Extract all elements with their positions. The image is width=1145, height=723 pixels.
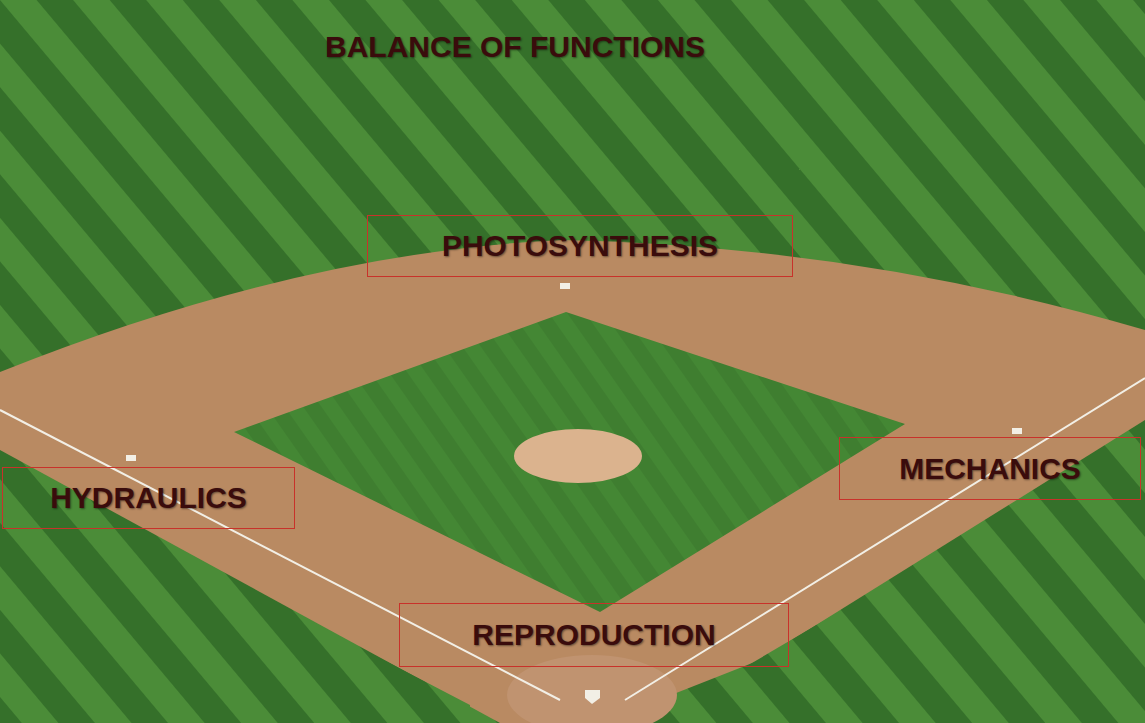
diagram-title: BALANCE OF FUNCTIONS (325, 30, 705, 64)
base (126, 455, 136, 461)
function-label: HYDRAULICS (50, 481, 247, 515)
foul-line (625, 378, 1145, 700)
label-box: PHOTOSYNTHESIS (367, 215, 793, 277)
foul-line (0, 410, 560, 700)
pitchers-mound (514, 429, 642, 483)
base (1012, 428, 1022, 434)
base (560, 283, 570, 289)
function-label: MECHANICS (899, 452, 1081, 486)
function-label: PHOTOSYNTHESIS (442, 229, 718, 263)
home-plate-area (507, 655, 677, 723)
infield-dirt (0, 240, 1145, 723)
label-box: HYDRAULICS (2, 467, 295, 529)
home-plate (585, 690, 600, 704)
function-label: REPRODUCTION (472, 618, 715, 652)
label-box: REPRODUCTION (399, 603, 789, 667)
label-box: MECHANICS (839, 437, 1141, 500)
infield-grass (234, 312, 905, 612)
